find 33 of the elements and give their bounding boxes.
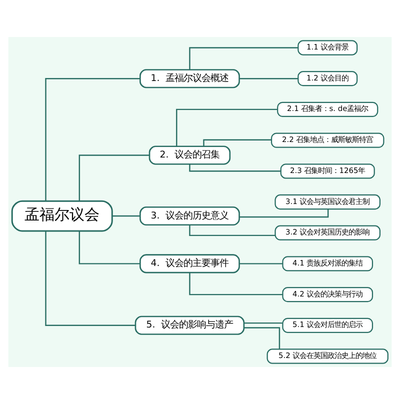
connector	[78, 230, 140, 264]
connector	[239, 208, 329, 218]
connector	[240, 78, 298, 79]
node-box: 2. 议会的召集	[148, 145, 231, 164]
node-box: 1.2 议会目的	[298, 70, 358, 86]
connector	[45, 230, 136, 326]
connector	[189, 272, 282, 295]
node-box: 3. 议会的历史意义	[140, 206, 240, 226]
node-box: 4.2 议会的决策与行动	[282, 286, 374, 302]
node-box: 2.1 召集者：s. de孟福尔	[277, 101, 378, 117]
node-box: 3.2 议会对英国历史的影响	[274, 224, 381, 240]
node-box: 孟福尔议会	[11, 200, 113, 232]
connector	[244, 322, 282, 324]
connector	[112, 214, 140, 216]
connector	[240, 262, 282, 264]
node-box: 3.1 议会与英国议会君主制	[274, 194, 381, 210]
connector	[244, 326, 280, 349]
connector	[45, 78, 140, 201]
connector	[78, 154, 150, 200]
connector	[189, 46, 298, 70]
node-box: 1. 孟福尔议会概述	[140, 68, 240, 88]
connector	[176, 108, 278, 146]
node-box: 1.1 议会背景	[298, 40, 358, 55]
connector	[189, 164, 281, 172]
node-box: 5. 议会的影响与遗产	[134, 315, 245, 334]
node-box: 5.1 议会对后世的启示	[282, 317, 374, 332]
connector	[189, 224, 276, 236]
node-box: 4.1 贵族反对派的集结	[282, 256, 374, 271]
connector	[203, 138, 272, 146]
node-box: 2.3 召集时间：1265年	[280, 163, 375, 178]
node-box: 2.2 召集地点：威斯敏斯特宫	[270, 132, 384, 148]
node-box: 5.2 议会在英国政治史上的地位	[266, 348, 388, 364]
node-box: 4. 议会的主要事件	[140, 254, 240, 273]
